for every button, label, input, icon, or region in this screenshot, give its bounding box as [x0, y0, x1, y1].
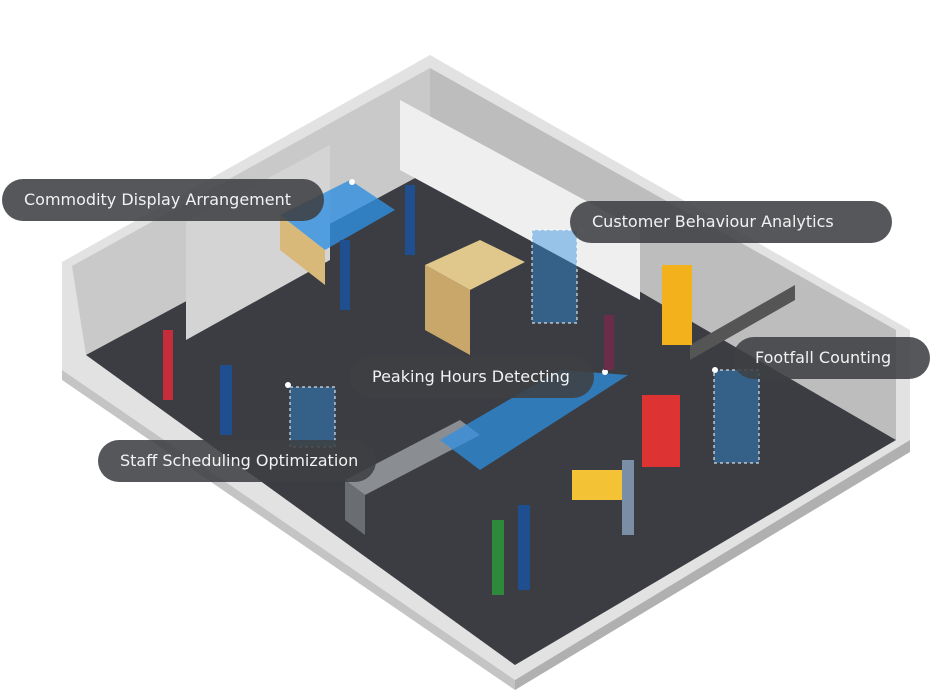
label-footfall-counting: Footfall Counting [733, 337, 930, 379]
outer-wall-side-right [515, 440, 910, 690]
label-staff-scheduling-optimization: Staff Scheduling Optimization [98, 440, 376, 482]
label-customer-behaviour-analytics: Customer Behaviour Analytics [570, 201, 892, 243]
people [163, 185, 634, 595]
entrance-wall [690, 285, 795, 360]
detection-box-footfall [713, 369, 760, 464]
counter-body [345, 480, 365, 535]
detection-box-staff [289, 386, 336, 448]
island-shelf [425, 240, 525, 290]
label-peaking-hours-detecting: Peaking Hours Detecting [350, 356, 594, 398]
detection-box-customer [531, 229, 578, 324]
vending-machine [662, 265, 692, 345]
label-commodity-display-arrangement: Commodity Display Arrangement [2, 179, 324, 221]
shelf-back [400, 100, 640, 300]
island-shelf-body [425, 265, 470, 355]
produce-table-base [280, 215, 325, 285]
produce-table [280, 180, 395, 250]
atm [642, 395, 680, 467]
